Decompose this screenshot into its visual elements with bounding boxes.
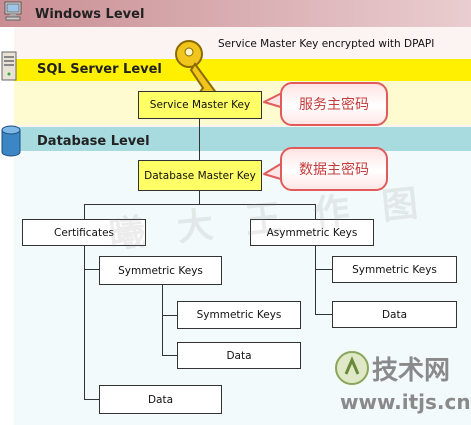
cert-sym-symmetric-keys-node: Symmetric Keys [177, 301, 301, 329]
server-icon [1, 51, 17, 81]
sql-server-level-title: SQL Server Level [37, 62, 162, 77]
database-master-key-node: Database Master Key [138, 160, 262, 191]
database-area [14, 151, 471, 425]
asym-children-line [315, 245, 316, 315]
sql-server-band [14, 59, 471, 81]
smk-to-dmk-line [199, 118, 200, 160]
dmk-callout: 数据主密码 [280, 147, 388, 191]
symkeys-to-symkeys-line [162, 315, 177, 316]
cert-to-data-line [84, 399, 99, 400]
cert-symmetric-keys-node: Symmetric Keys [99, 256, 222, 285]
smk-callout: 服务主密码 [280, 82, 388, 126]
asym-to-data-line [315, 314, 332, 315]
service-master-key-node: Service Master Key [138, 91, 262, 119]
cert-drop-line [84, 204, 85, 220]
asym-drop-line [315, 204, 316, 220]
symkeys-to-data-line [162, 355, 177, 356]
cert-data-node: Data [99, 385, 222, 414]
logo-name: 技术网 [372, 356, 451, 386]
cert-sym-data-node: Data [177, 342, 301, 369]
asym-symmetric-keys-node: Symmetric Keys [332, 256, 457, 283]
windows-band [0, 0, 471, 27]
cert-children-line [84, 245, 85, 400]
dmk-to-branches-line [199, 190, 200, 204]
database-band [14, 127, 471, 151]
branch-horizontal-line [84, 204, 315, 205]
asym-to-symkeys-line [315, 269, 332, 270]
logo-icon [335, 351, 369, 385]
asym-data-node: Data [332, 301, 457, 328]
database-level-title: Database Level [37, 134, 150, 149]
logo-url: www.itjs.cn [340, 390, 471, 414]
dpapi-caption: Service Master Key encrypted with DPAPI [218, 38, 435, 50]
database-icon [1, 125, 21, 157]
symkeys-children-line [162, 284, 163, 356]
computer-icon [4, 1, 22, 21]
asymmetric-keys-node: Asymmetric Keys [250, 219, 374, 246]
cert-to-symkeys-line [84, 269, 99, 270]
windows-level-title: Windows Level [35, 7, 145, 22]
certificates-node: Certificates [22, 219, 146, 246]
